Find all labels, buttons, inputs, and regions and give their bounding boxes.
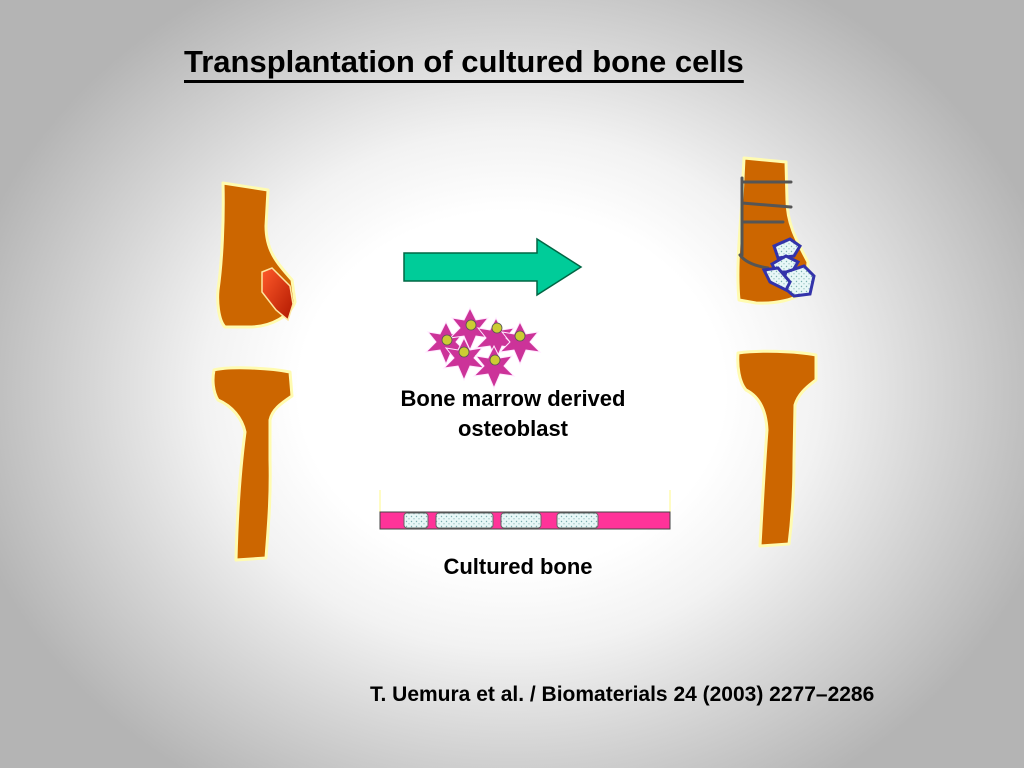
- osteoblast-cells-icon: [424, 306, 542, 390]
- osteoblast-label: Bone marrow derived osteoblast: [370, 384, 656, 444]
- cultured-bone-label: Cultured bone: [443, 554, 593, 579]
- left-upper-bone-icon: [216, 181, 297, 329]
- bone-graft-icon: [761, 237, 816, 298]
- osteoblast-label-line2: osteoblast: [457, 416, 569, 441]
- right-upper-bone-icon: [736, 156, 816, 305]
- right-arrow-icon: [403, 237, 583, 297]
- right-lower-bone-icon: [736, 349, 818, 548]
- osteoblast-label-line1: Bone marrow derived: [400, 386, 626, 411]
- cultured-bone-strip-icon: [379, 490, 671, 530]
- bone-defect-icon: [261, 267, 294, 322]
- left-lower-bone-icon: [211, 366, 294, 562]
- slide-title: Transplantation of cultured bone cells: [184, 44, 744, 79]
- citation: T. Uemura et al. / Biomaterials 24 (2003…: [370, 683, 875, 706]
- fixation-plate-icon: [738, 176, 793, 270]
